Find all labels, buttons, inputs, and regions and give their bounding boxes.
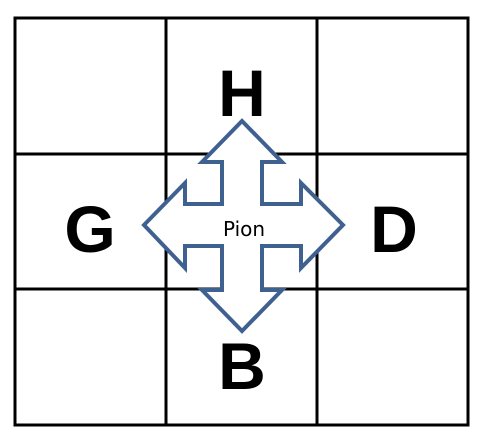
direction-label-right: D (370, 192, 418, 266)
four-way-arrow-icon (141, 118, 346, 334)
grid-border (13, 16, 470, 427)
grid (13, 16, 470, 427)
direction-label-down: B (218, 329, 266, 403)
direction-label-left: G (64, 192, 115, 266)
piece-label: Pion (223, 217, 265, 241)
direction-label-up: H (218, 56, 266, 130)
